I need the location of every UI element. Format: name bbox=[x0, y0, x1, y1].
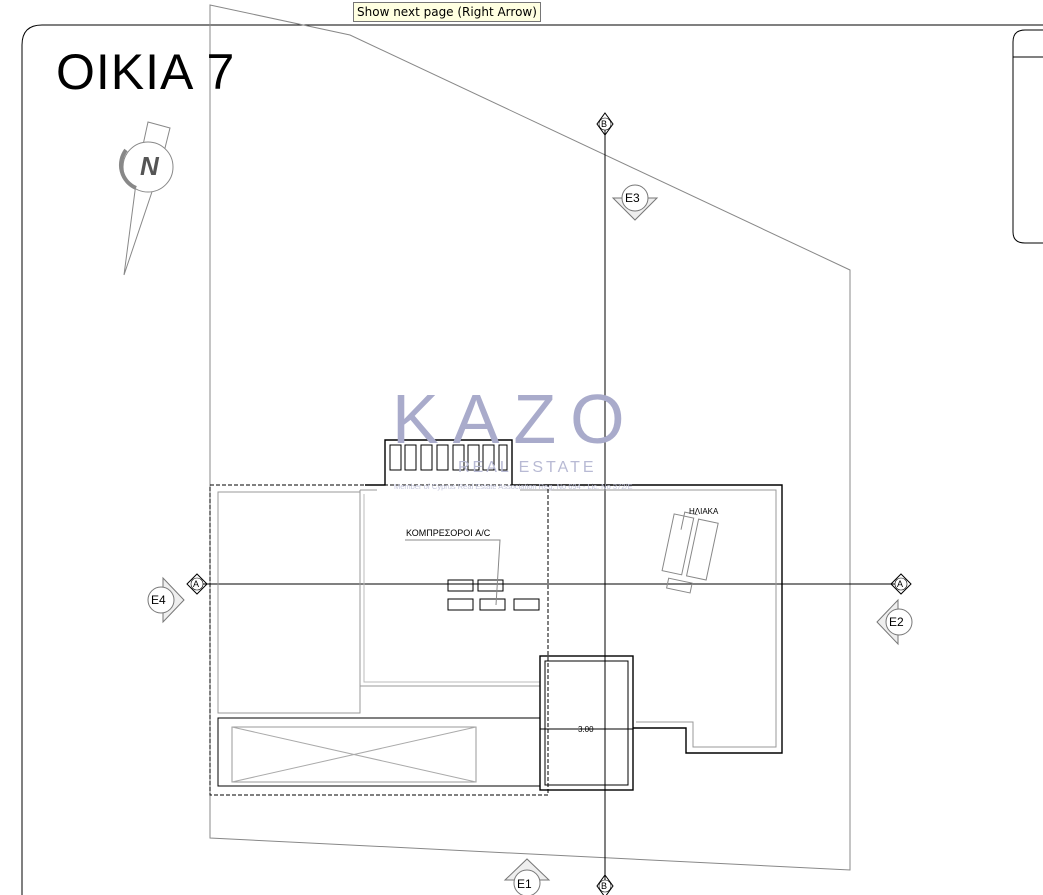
compressors-label: ΚΟΜΠΡΕΣΟΡΟΙ A/C bbox=[406, 528, 491, 538]
section-marker-a-right bbox=[890, 573, 912, 595]
dimension-label: 3.00 bbox=[578, 725, 594, 734]
north-arrow-icon bbox=[118, 121, 174, 276]
section-b-bottom-label: B bbox=[601, 881, 608, 891]
north-label: N bbox=[140, 151, 159, 181]
drawing-title: ΟΙΚΙΑ 7 bbox=[56, 44, 236, 100]
watermark-member: Member of Cyprus Real Estate Association… bbox=[394, 482, 633, 491]
sheet-frame bbox=[21, 24, 1043, 895]
ac-compressors bbox=[405, 539, 540, 611]
solar-panels bbox=[661, 511, 719, 594]
section-a-right-label: A bbox=[897, 579, 904, 589]
watermark-sub: REAL ESTATE bbox=[458, 459, 597, 476]
elevation-e3-label: E3 bbox=[625, 191, 640, 205]
roof-openings bbox=[389, 444, 508, 471]
tooltip-next-page: Show next page (Right Arrow) bbox=[353, 2, 541, 22]
elevation-marker-e4 bbox=[147, 576, 185, 624]
elevation-e1-label: E1 bbox=[517, 877, 532, 891]
solar-label: ΗΛΙΑΚΑ bbox=[689, 507, 719, 516]
section-marker-b-bottom bbox=[596, 874, 614, 895]
section-marker-a-left bbox=[186, 573, 208, 595]
elevation-e2-label: E2 bbox=[889, 615, 904, 629]
title-block bbox=[1012, 29, 1043, 244]
elevation-marker-e3 bbox=[611, 184, 659, 221]
elevation-marker-e1 bbox=[503, 858, 551, 895]
house-outline bbox=[209, 439, 783, 796]
elevation-marker-e2 bbox=[876, 598, 913, 646]
watermark-brand: KAZO bbox=[392, 380, 639, 458]
elevation-e4-label: E4 bbox=[151, 593, 166, 607]
section-b-top-label: B bbox=[601, 119, 608, 129]
section-marker-b-top bbox=[596, 112, 614, 136]
section-a-left-label: A bbox=[193, 579, 200, 589]
